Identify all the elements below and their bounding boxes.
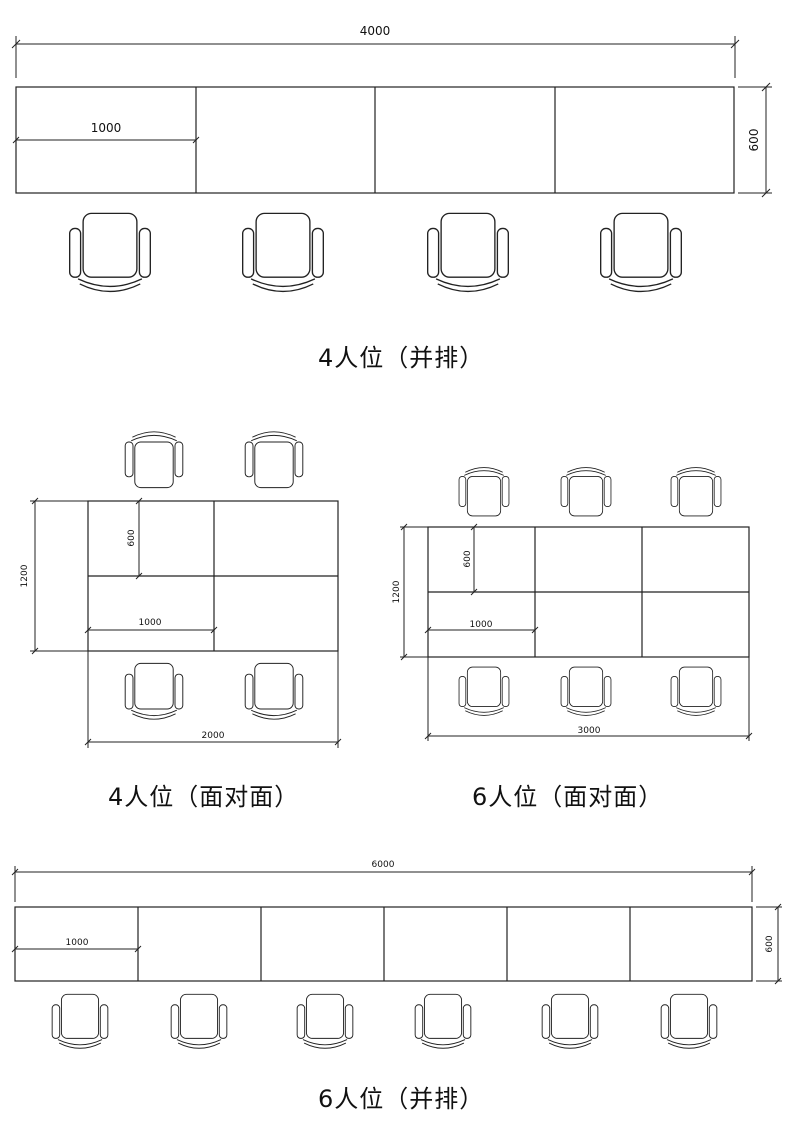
layout-four-side-by-side: 4000 1000 600 [11, 24, 772, 293]
chair [296, 993, 354, 1049]
chair [244, 431, 304, 489]
chair [241, 212, 325, 293]
chair [560, 666, 612, 716]
dimension-width-label: 6000 [372, 860, 395, 870]
chair [124, 662, 184, 720]
desk-surface [14, 906, 753, 982]
dimension-width-label: 2000 [202, 731, 225, 741]
dimension-width-label: 3000 [578, 726, 601, 736]
dimension-unit-label: 1000 [470, 620, 493, 630]
chair [458, 467, 510, 517]
layout-six-side-by-side: 6000 1000 600 [11, 860, 782, 1049]
chair [660, 993, 718, 1049]
dimension-unit-height [470, 523, 478, 596]
layout-four-face-to-face: 600 1000 1200 2000 [20, 431, 342, 748]
dimension-width-label: 4000 [360, 24, 391, 38]
dimension-height-label: 1200 [392, 580, 402, 603]
dimension-unit-label: 1000 [91, 121, 122, 135]
chair [51, 993, 109, 1049]
dimension-height-label: 600 [765, 935, 775, 952]
dimension-height [400, 523, 428, 661]
dimension-unit-label: 1000 [139, 618, 162, 628]
chair [670, 666, 722, 716]
dimension-unit [424, 626, 539, 634]
caption-four-side-by-side: 4人位（并排） [318, 344, 485, 372]
dimension-unit [11, 945, 142, 953]
chair [458, 666, 510, 716]
dimension-height [30, 497, 88, 655]
dimension-unit-height-label: 600 [127, 529, 137, 546]
caption-four-face-to-face: 4人位（面对面） [108, 783, 300, 811]
chair [244, 662, 304, 720]
caption-six-face-to-face: 6人位（面对面） [472, 783, 664, 811]
chair [541, 993, 599, 1049]
dimension-width [424, 657, 753, 741]
dimension-unit-label: 1000 [66, 938, 89, 948]
dimension-unit-height [135, 497, 143, 580]
chair [426, 212, 510, 293]
chair [414, 993, 472, 1049]
dimension-unit-height-label: 600 [463, 550, 473, 567]
dimension-unit [84, 626, 218, 634]
caption-six-side-by-side: 6人位（并排） [318, 1085, 485, 1113]
chair [670, 467, 722, 517]
dimension-width [11, 866, 756, 902]
chair [124, 431, 184, 489]
chair [599, 212, 683, 293]
dimension-unit [12, 136, 200, 144]
chair [170, 993, 228, 1049]
chair [560, 467, 612, 517]
dimension-width [11, 36, 740, 78]
dimension-height-label: 600 [747, 129, 761, 152]
dimension-width [84, 651, 342, 748]
chair [68, 212, 152, 293]
dimension-height [738, 82, 772, 198]
layout-six-face-to-face: 600 1000 1200 3000 [392, 467, 753, 741]
desk-surface [87, 500, 339, 652]
dimension-height [756, 903, 782, 985]
dimension-height-label: 1200 [20, 564, 30, 587]
desk-surface [427, 526, 750, 658]
